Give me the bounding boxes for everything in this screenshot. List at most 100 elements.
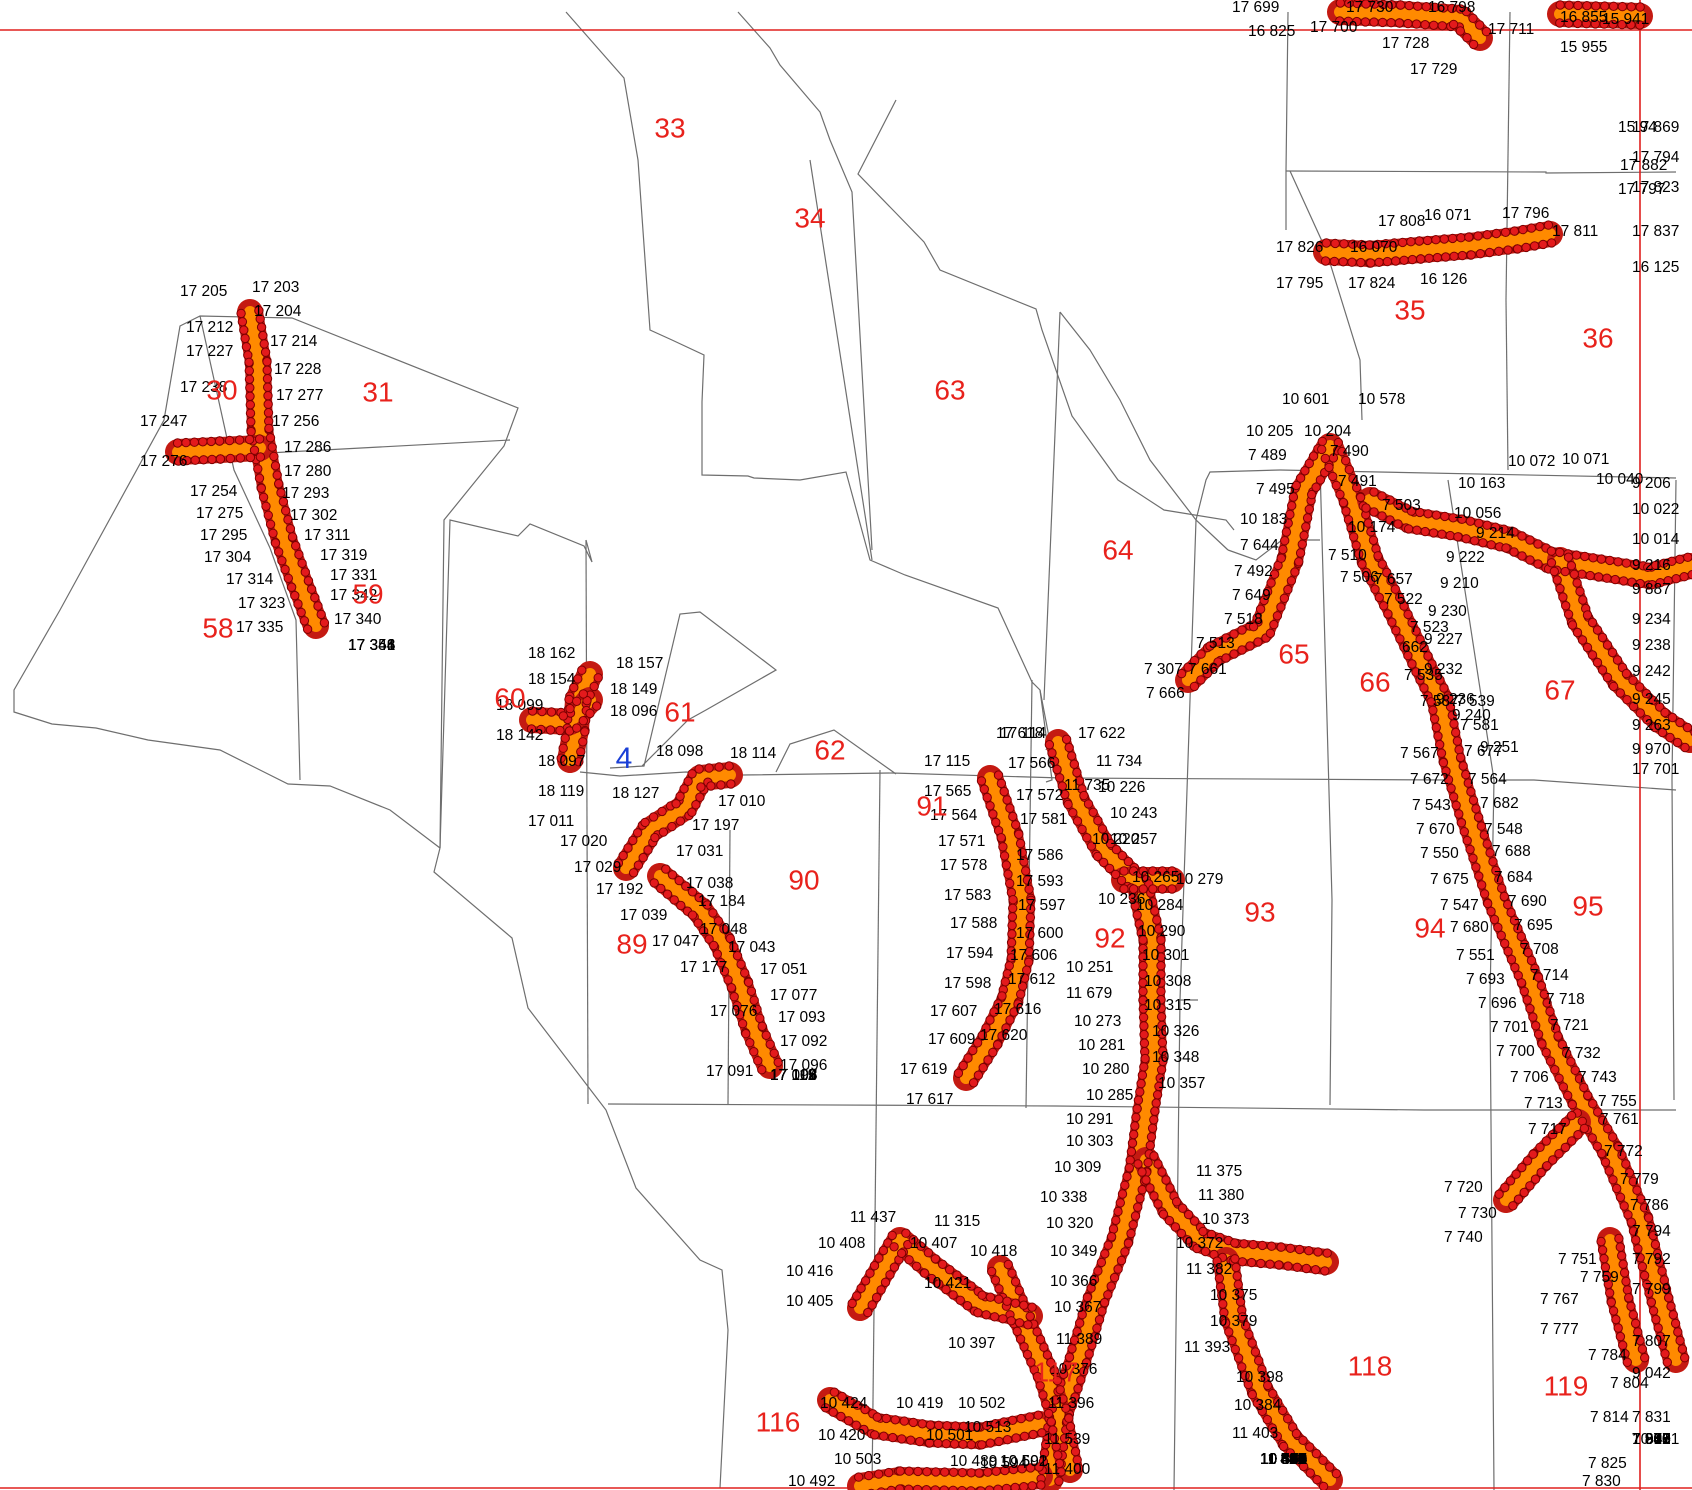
vertex-marker xyxy=(1407,254,1418,265)
vertex-marker xyxy=(256,322,267,332)
point-label: 10 072 xyxy=(1508,453,1555,470)
vertex-marker xyxy=(234,435,245,445)
vertex-marker xyxy=(1240,1370,1250,1381)
vertex-marker xyxy=(1457,250,1468,261)
point-label: 7 675 xyxy=(1430,871,1469,888)
vertex-marker xyxy=(1008,895,1018,905)
vertex-marker xyxy=(1508,1201,1518,1211)
vertex-marker xyxy=(1591,1,1601,11)
vertex-marker xyxy=(1413,1,1423,11)
vertex-marker xyxy=(1341,506,1351,516)
vertex-marker xyxy=(1158,1209,1169,1219)
parcel-label: 30 xyxy=(206,374,237,405)
vertex-marker xyxy=(988,1047,998,1058)
vertex-marker xyxy=(1605,555,1615,566)
vertex-marker xyxy=(1597,1245,1608,1255)
point-label: 10 449 xyxy=(1260,1451,1307,1468)
point-label: 9 236 xyxy=(1436,691,1475,708)
vertex-marker xyxy=(1617,1,1628,12)
vertex-marker xyxy=(245,391,255,401)
vertex-marker xyxy=(897,1434,907,1444)
vertex-marker xyxy=(1320,256,1331,266)
vertex-marker xyxy=(1285,1243,1296,1254)
vertex-marker xyxy=(1563,552,1574,562)
point-label: 17 351 xyxy=(348,637,395,654)
vertex-marker xyxy=(1533,1029,1544,1040)
vertex-marker xyxy=(1563,609,1574,619)
parcel-label: 62 xyxy=(814,734,845,765)
vertex-marker xyxy=(1494,246,1504,257)
point-label: 11 404 xyxy=(1260,1451,1307,1468)
vertex-marker xyxy=(224,435,235,446)
vertex-marker xyxy=(1588,553,1598,563)
vertex-marker xyxy=(1245,641,1255,651)
point-label: 17 593 xyxy=(1016,873,1063,890)
vertex-marker xyxy=(1038,1390,1048,1400)
point-label: 10 421 xyxy=(924,1275,971,1292)
point-label: 15 94 xyxy=(1618,119,1657,136)
vertex-marker xyxy=(1479,889,1490,899)
vertex-marker xyxy=(985,1015,995,1025)
point-label: 11 380 xyxy=(1198,1187,1245,1204)
vertex-marker xyxy=(1312,1475,1322,1485)
vertex-marker xyxy=(1093,815,1103,826)
vertex-marker xyxy=(1476,821,1487,831)
vertex-marker xyxy=(1578,595,1588,605)
vertex-marker xyxy=(987,1266,997,1277)
vertex-marker xyxy=(1019,1342,1029,1352)
vertex-marker xyxy=(1525,535,1535,545)
vertex-marker xyxy=(1395,0,1406,10)
point-label: 7 661 xyxy=(1188,661,1227,678)
vertex-marker xyxy=(1509,226,1520,236)
vertex-marker xyxy=(696,782,706,792)
vertex-marker xyxy=(1374,257,1384,267)
vertex-marker xyxy=(1151,1098,1161,1108)
point-label: 17 048 xyxy=(700,921,747,938)
vertex-marker xyxy=(1662,1357,1673,1368)
vertex-marker xyxy=(1335,0,1345,8)
vertex-marker xyxy=(1600,1,1610,11)
point-label: 10 372 xyxy=(1176,1235,1223,1252)
vertex-marker xyxy=(1641,688,1652,699)
vertex-marker xyxy=(1310,1265,1321,1275)
vertex-marker xyxy=(1265,1259,1275,1269)
vertex-marker xyxy=(1182,1235,1193,1245)
vertex-marker xyxy=(1221,653,1231,663)
vertex-marker xyxy=(1503,946,1513,957)
vertex-marker xyxy=(716,958,726,968)
vertex-marker xyxy=(1635,708,1646,718)
vertex-marker xyxy=(1628,1226,1639,1236)
vertex-marker xyxy=(1325,1462,1335,1472)
point-label: 11 440 xyxy=(1260,1451,1307,1468)
vertex-marker xyxy=(1161,1175,1171,1185)
vertex-marker xyxy=(253,464,263,474)
vertex-marker xyxy=(1196,649,1206,659)
vertex-marker xyxy=(704,934,714,944)
vertex-marker xyxy=(1281,527,1292,537)
point-label: 7 672 xyxy=(1410,771,1449,788)
vertex-marker xyxy=(1471,862,1481,872)
vertex-marker xyxy=(638,852,648,863)
vertex-marker xyxy=(1642,715,1652,725)
vertex-marker xyxy=(1104,863,1115,874)
point-label: 9 210 xyxy=(1440,575,1479,592)
vertex-marker xyxy=(1506,907,1516,918)
vertex-marker xyxy=(1615,1192,1626,1203)
corridor-core-20 xyxy=(1320,228,1556,260)
vertex-marker xyxy=(887,1230,897,1241)
vertex-marker xyxy=(1349,532,1359,542)
vertex-marker xyxy=(820,1403,831,1413)
vertex-marker xyxy=(1138,866,1148,876)
vertex-marker xyxy=(899,1416,909,1426)
vertex-marker xyxy=(940,1467,950,1477)
vertex-marker xyxy=(1023,1320,1033,1330)
vertex-marker xyxy=(1611,1314,1621,1325)
vertex-marker xyxy=(1366,576,1376,586)
point-label: 10 465 xyxy=(1260,1451,1307,1468)
vertex-marker xyxy=(874,1253,884,1263)
vertex-marker xyxy=(1278,1441,1289,1452)
vertex-marker xyxy=(263,510,273,520)
vertex-marker xyxy=(1602,640,1613,650)
vertex-marker xyxy=(1076,1375,1086,1385)
